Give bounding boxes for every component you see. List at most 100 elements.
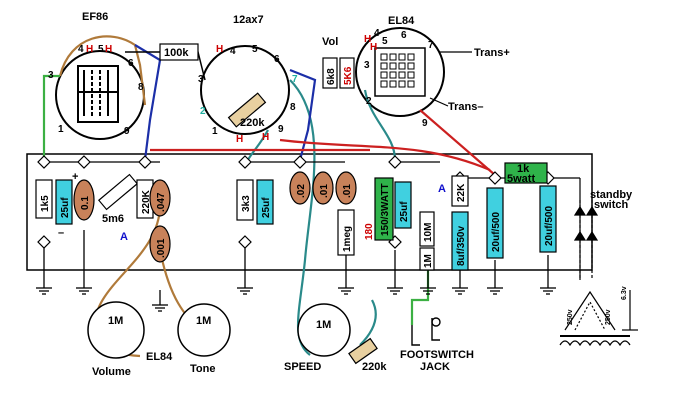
resistor-10m bbox=[419, 211, 435, 247]
label-1meg: 1meg bbox=[342, 226, 353, 252]
label-mark-a2: A bbox=[438, 183, 446, 195]
cap-20uf-b bbox=[539, 185, 557, 253]
v12ax7-pin-6: 6 bbox=[274, 54, 280, 65]
resistor-5k6 bbox=[339, 57, 355, 89]
label-vol: Vol bbox=[322, 36, 338, 48]
label-tone: Tone bbox=[190, 363, 215, 375]
power-transformer bbox=[559, 290, 638, 347]
resistor-6k8 bbox=[322, 57, 338, 89]
v12ax7-pin-2: 2 bbox=[200, 106, 206, 117]
cap-0-1 bbox=[73, 179, 95, 221]
el84-pin-7: 7 bbox=[428, 40, 434, 51]
terminal-10 bbox=[488, 171, 502, 185]
resistor-1k5 bbox=[35, 179, 53, 219]
label-3k3: 3k3 bbox=[241, 195, 252, 212]
resistor-220k-speed bbox=[348, 337, 378, 365]
label-1k5: 1k5 bbox=[40, 195, 51, 212]
wire-blue-12ax7 bbox=[289, 68, 317, 161]
label-10m: 10M bbox=[423, 223, 434, 242]
v12ax7-pin-h1: H bbox=[216, 44, 223, 55]
ef86-pin-6: 6 bbox=[128, 58, 134, 69]
label-ef86: EF86 bbox=[82, 11, 108, 23]
cap-25uf-a bbox=[55, 179, 73, 225]
cap-8uf bbox=[451, 211, 469, 271]
footswitch-jack bbox=[411, 317, 441, 346]
label-pot-speed: 1M bbox=[316, 319, 331, 331]
v12ax7-pin-5: 5 bbox=[252, 44, 258, 55]
label-220k-a: 220K bbox=[141, 189, 152, 214]
v12ax7-pin-9: 9 bbox=[278, 124, 284, 135]
label-6k8: 6k8 bbox=[326, 68, 337, 85]
label-pot-volume: 1M bbox=[108, 315, 123, 327]
label-5k6: 5K6 bbox=[343, 66, 354, 85]
label-5watt: 5watt bbox=[507, 173, 535, 185]
resistor-22k bbox=[451, 175, 469, 207]
el84-pin-6: 6 bbox=[401, 30, 407, 41]
label-el84-out: EL84 bbox=[146, 351, 173, 363]
label-1m-small: 1M bbox=[423, 254, 434, 268]
label-220k-tube: 220k bbox=[240, 117, 265, 129]
label-1k: 1k bbox=[517, 163, 530, 175]
terminal-3 bbox=[138, 155, 152, 169]
label-001: .001 bbox=[156, 238, 167, 258]
tube-12ax7 bbox=[200, 45, 290, 135]
v12ax7-pin-h2: H bbox=[236, 134, 243, 145]
terminal-12 bbox=[77, 155, 91, 169]
ef86-pin-4: 4 bbox=[78, 44, 84, 55]
el84-pin-2: 2 bbox=[366, 96, 372, 107]
label-5m6: 5m6 bbox=[102, 213, 124, 225]
ground-5 bbox=[387, 250, 403, 295]
ef86-pin-9: 9 bbox=[124, 126, 130, 137]
trans-minus-lead bbox=[429, 97, 449, 107]
tube-ef86 bbox=[55, 50, 145, 140]
ground-9 bbox=[540, 255, 556, 295]
v12ax7-pin-8: 8 bbox=[290, 102, 296, 113]
label-25uf-b: 25uf bbox=[261, 197, 272, 218]
el84-pin-h1: H bbox=[364, 34, 371, 45]
label-trans-minus: Trans– bbox=[448, 101, 483, 113]
ef86-pin-3: 3 bbox=[48, 70, 54, 81]
v12ax7-pin-h3: H bbox=[262, 132, 269, 143]
ef86-pin-h1: H bbox=[86, 44, 93, 55]
resistor-5m6 bbox=[97, 173, 139, 211]
resistor-3k3 bbox=[236, 179, 254, 221]
label-pot-tone: 1M bbox=[196, 315, 211, 327]
terminal-6 bbox=[293, 155, 307, 169]
el84-pin-9: 9 bbox=[422, 118, 428, 129]
v12ax7-pin-3: 3 bbox=[198, 74, 204, 85]
wire-green-ef86 bbox=[42, 74, 60, 162]
label-25uf-a: 25uf bbox=[60, 197, 71, 218]
label-22k: 22K bbox=[456, 183, 467, 202]
pot-tone bbox=[177, 303, 231, 357]
label-mark-a1: A bbox=[120, 231, 128, 243]
label-180: 180 bbox=[364, 223, 375, 240]
label-20uf-a: 20uf/500 bbox=[491, 212, 502, 252]
resistor-1k-5watt bbox=[504, 162, 548, 184]
label-12ax7: 12ax7 bbox=[233, 14, 264, 26]
label-0-1: 0.1 bbox=[80, 196, 91, 210]
wire-brown-ef86 bbox=[58, 35, 147, 106]
resistor-1m-small bbox=[419, 247, 435, 271]
label-01-b: .01 bbox=[342, 184, 353, 198]
ground-4 bbox=[338, 255, 354, 295]
label-047: .047 bbox=[156, 192, 167, 212]
terminal-7 bbox=[388, 155, 402, 169]
label-250v-b: 250v bbox=[605, 309, 612, 325]
label-150-3watt: 150/3WATT bbox=[380, 183, 391, 236]
label-footswitch: FOOTSWITCH bbox=[400, 349, 474, 361]
v12ax7-pin-4: 4 bbox=[230, 46, 236, 57]
label-100k: 100k bbox=[164, 47, 189, 59]
cap-01-a bbox=[312, 171, 334, 205]
label-volume: Volume bbox=[92, 366, 131, 378]
wire-teal-12ax7 bbox=[246, 129, 269, 161]
cap-20uf-a bbox=[486, 187, 504, 259]
el84-pin-3: 3 bbox=[364, 60, 370, 71]
label-plus: + bbox=[72, 171, 78, 183]
label-01-a: .01 bbox=[319, 184, 330, 198]
v12ax7-pin-1: 1 bbox=[212, 126, 218, 137]
label-25uf-c: 25uf bbox=[399, 201, 410, 222]
v12ax7-pin-7: 7 bbox=[292, 74, 298, 85]
ef86-pin-8: 8 bbox=[138, 82, 144, 93]
wire-green-footswitch bbox=[410, 270, 430, 325]
